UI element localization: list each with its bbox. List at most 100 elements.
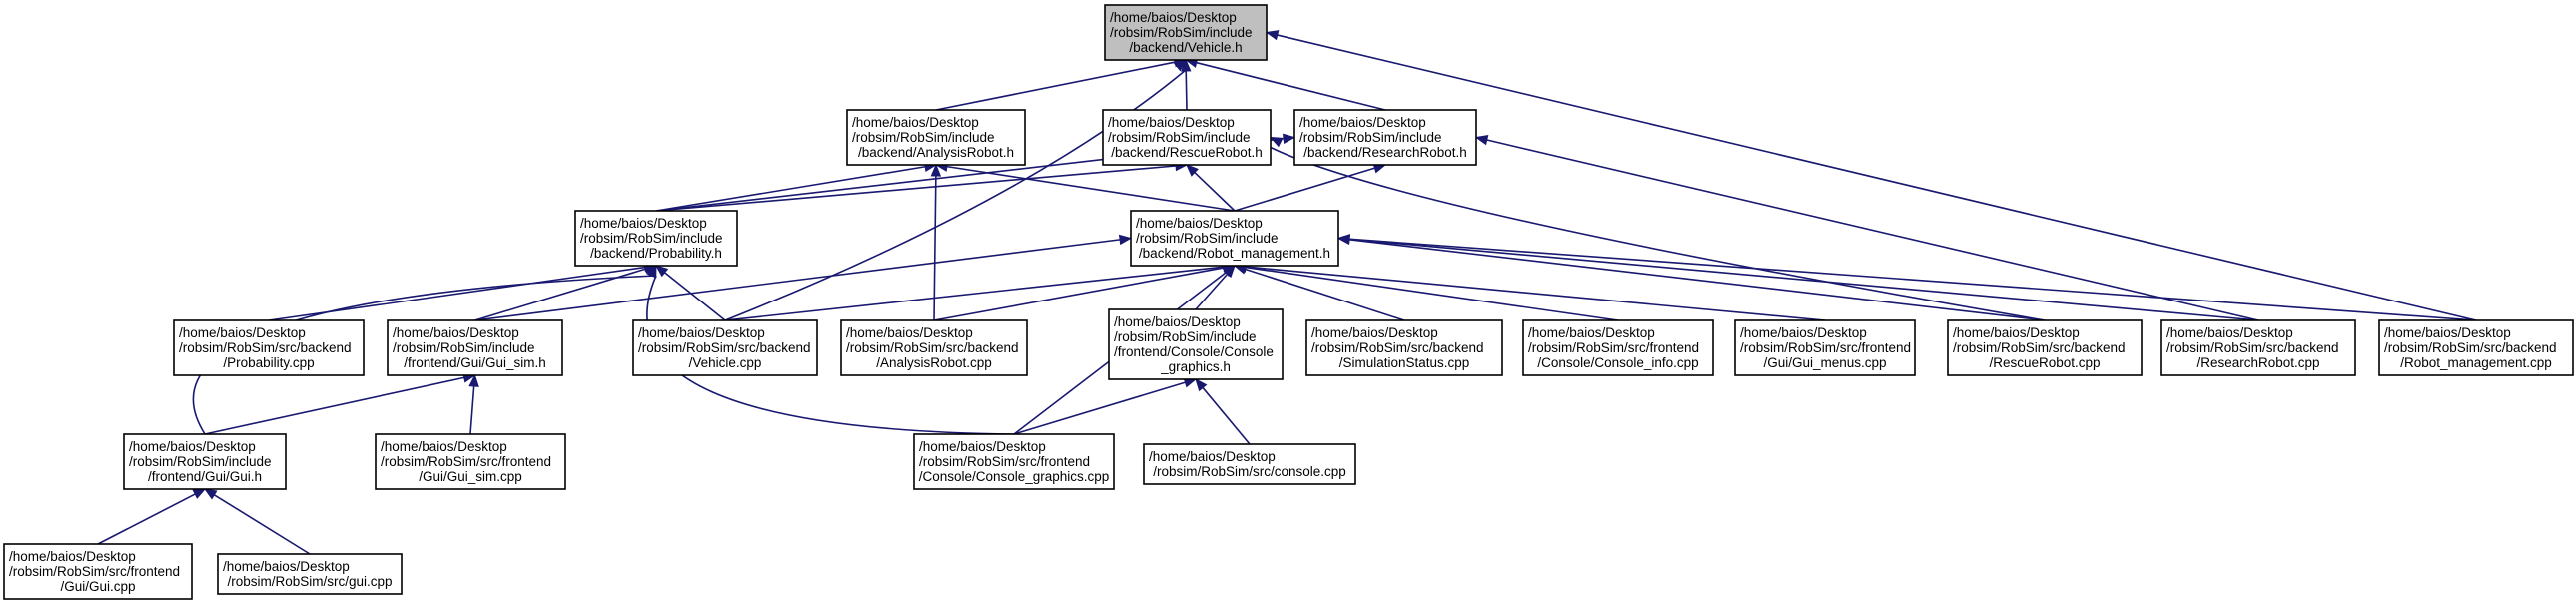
node-label-line: /Gui/Gui_sim.cpp (419, 469, 522, 484)
node-label-line: /backend/RescueRobot.h (1111, 145, 1263, 160)
node-label-line: /home/baios/Desktop (919, 439, 1046, 454)
arrowhead-vehicle_cpp-to-probability_h (654, 265, 669, 278)
node-label-line: /robsim/RobSim/src/frontend (919, 454, 1090, 469)
edge-layer (97, 30, 2477, 555)
node-label-line: /robsim/RobSim/include (1108, 130, 1251, 145)
edge-robot_management_cpp-to-vehicle_h (1276, 34, 2477, 321)
node-label-line: /home/baios/Desktop (1136, 216, 1263, 231)
node-label-line: /home/baios/Desktop (638, 325, 765, 340)
node-gui-menus-cpp[interactable]: /home/baios/Desktop/robsim/RobSim/src/fr… (1734, 319, 1916, 376)
node-box (1293, 109, 1477, 166)
arrowhead-console_graphics_cpp-to-probability_h (646, 264, 657, 279)
node-label-line: /robsim/RobSim/src/backend (2384, 340, 2557, 355)
edge-rescuerobot_h-to-vehicle_h (1185, 69, 1188, 111)
node-layer: /home/baios/Desktop/robsim/RobSim/includ… (3, 4, 2574, 600)
edge-gui_cpp-to-gui_h (213, 493, 311, 555)
edge-gui_sim_h-to-probability_h (474, 268, 647, 321)
edge-gui_cpp_frontend-to-gui_h (97, 492, 197, 545)
node-box (3, 543, 193, 600)
node-analysisrobot-cpp[interactable]: /home/baios/Desktop/robsim/RobSim/src/ba… (840, 319, 1028, 376)
edge-console_graphics_cpp-to-probability_h (646, 275, 1015, 435)
node-label-line: _graphics.h (1160, 359, 1231, 374)
node-console-cpp[interactable]: /home/baios/Desktop/robsim/RobSim/src/co… (1143, 443, 1356, 485)
node-label-line: /Vehicle.cpp (689, 355, 762, 370)
arrowhead-console_cpp-to-console_graphics_h (1195, 377, 1208, 392)
node-label-line: /robsim/RobSim/include (393, 340, 535, 355)
node-gui-sim-h[interactable]: /home/baios/Desktop/robsim/RobSim/includ… (387, 319, 563, 376)
node-label-line: /robsim/RobSim/include (1136, 231, 1279, 246)
edge-rescuerobot_cpp-to-robot_management_h (1347, 238, 2046, 321)
node-label-line: /AnalysisRobot.cpp (876, 355, 992, 370)
node-box (1734, 319, 1916, 376)
node-gui-sim-cpp[interactable]: /home/baios/Desktop/robsim/RobSim/src/fr… (375, 433, 566, 490)
node-gui-h[interactable]: /home/baios/Desktop/robsim/RobSim/includ… (123, 433, 287, 490)
node-box (1143, 443, 1356, 485)
node-robot-management-h[interactable]: /home/baios/Desktop/robsim/RobSim/includ… (1130, 210, 1339, 267)
node-label-line: /robsim/RobSim/src/frontend (381, 454, 551, 469)
edge-robot_management_h-to-rescuerobot_h (1193, 171, 1236, 212)
node-gui-cpp-frontend[interactable]: /home/baios/Desktop/robsim/RobSim/src/fr… (3, 543, 193, 600)
node-vehicle-cpp[interactable]: /home/baios/Desktop/robsim/RobSim/src/ba… (632, 319, 818, 376)
node-label-line: /home/baios/Desktop (129, 439, 256, 454)
node-label-line: /home/baios/Desktop (9, 549, 136, 564)
node-vehicle-h[interactable]: /home/baios/Desktop/robsim/RobSim/includ… (1104, 4, 1268, 61)
arrowhead-rescuerobot_h-to-vehicle_h (1180, 58, 1192, 72)
edge-rescuerobot_cpp-to-rescuerobot_h (1270, 146, 2046, 321)
arrowhead-analysisrobot_cpp-to-analysisrobot_h (930, 163, 942, 177)
node-robot-management-cpp[interactable]: /home/baios/Desktop/robsim/RobSim/src/ba… (2378, 319, 2574, 376)
node-label-line: /robsim/RobSim/src/frontend (9, 564, 180, 579)
node-label-line: /frontend/Gui/Gui_sim.h (404, 355, 546, 370)
node-label-line: /Gui/Gui_menus.cpp (1763, 355, 1886, 370)
node-label-line: /home/baios/Desktop (179, 325, 306, 340)
node-label-line: /robsim/RobSim/include (1299, 130, 1442, 145)
node-box (375, 433, 566, 490)
node-box (846, 109, 1026, 166)
node-label-line: /backend/Robot_management.h (1139, 246, 1330, 261)
node-box (1104, 4, 1268, 61)
node-researchrobot-cpp[interactable]: /home/baios/Desktop/robsim/RobSim/src/ba… (2160, 319, 2356, 376)
node-label-line: /home/baios/Desktop (1953, 325, 2080, 340)
arrowhead-vehicle_cpp-to-vehicle_h (1173, 59, 1188, 72)
node-label-line: /robsim/RobSim/include (852, 130, 995, 145)
node-label-line: /backend/Probability.h (590, 246, 722, 261)
node-box (1108, 308, 1284, 380)
arrowhead-robot_management_h-to-rescuerobot_h (1186, 164, 1199, 177)
edge-vehicle_cpp-to-vehicle_h (724, 69, 1187, 321)
node-box (2378, 319, 2574, 376)
node-label-line: /robsim/RobSim/src/backend (1953, 340, 2126, 355)
node-label-line: /Probability.cpp (223, 355, 314, 370)
node-console-graphics-cpp[interactable]: /home/baios/Desktop/robsim/RobSim/src/fr… (913, 433, 1115, 490)
edge-researchrobot_cpp-to-researchrobot_h (1485, 139, 2259, 321)
edge-probability_h-to-analysisrobot_h (655, 165, 927, 212)
node-label-line: /frontend/Gui/Gui.h (148, 469, 262, 484)
node-label-line: /home/baios/Desktop (846, 325, 973, 340)
node-gui-cpp[interactable]: /home/baios/Desktop/robsim/RobSim/src/gu… (217, 553, 403, 595)
node-label-line: /home/baios/Desktop (1110, 10, 1237, 25)
node-label-line: /home/baios/Desktop (1149, 449, 1276, 464)
node-console-graphics-h[interactable]: /home/baios/Desktop/robsim/RobSim/includ… (1108, 308, 1284, 380)
node-console-info-cpp[interactable]: /home/baios/Desktop/robsim/RobSim/src/fr… (1522, 319, 1714, 376)
node-researchrobot-h[interactable]: /home/baios/Desktop/robsim/RobSim/includ… (1293, 109, 1477, 166)
node-label-line: /robsim/RobSim/src/backend (846, 340, 1019, 355)
arrowhead-probability_h-to-researchrobot_h (1282, 133, 1296, 145)
node-label-line: /RescueRobot.cpp (1989, 355, 2100, 370)
node-label-line: /robsim/RobSim/src/frontend (1740, 340, 1911, 355)
edge-gui_menus_cpp-to-robot_management_h (1244, 266, 1826, 321)
node-analysisrobot-h[interactable]: /home/baios/Desktop/robsim/RobSim/includ… (846, 109, 1026, 166)
node-rescuerobot-h[interactable]: /home/baios/Desktop/robsim/RobSim/includ… (1102, 109, 1272, 166)
node-label-line: /robsim/RobSim/include (1114, 329, 1257, 344)
node-simulationstatus-cpp[interactable]: /home/baios/Desktop/robsim/RobSim/src/ba… (1305, 319, 1503, 376)
node-label-line: /home/baios/Desktop (1114, 314, 1241, 329)
node-probability-h[interactable]: /home/baios/Desktop/robsim/RobSim/includ… (574, 210, 738, 267)
node-label-line: /home/baios/Desktop (393, 325, 519, 340)
arrowhead-gui_cpp_frontend-to-gui_h (192, 488, 207, 499)
node-box (217, 553, 403, 595)
node-rescuerobot-cpp[interactable]: /home/baios/Desktop/robsim/RobSim/src/ba… (1947, 319, 2143, 376)
node-label-line: /Console/Console_info.cpp (1537, 355, 1698, 370)
node-label-line: /robsim/RobSim/src/backend (1311, 340, 1484, 355)
node-label-line: /robsim/RobSim/src/console.cpp (1153, 464, 1346, 479)
edge-probability_h-to-rescuerobot_h (655, 165, 1178, 212)
node-probability-cpp[interactable]: /home/baios/Desktop/robsim/RobSim/src/ba… (173, 319, 365, 376)
node-box (574, 210, 738, 267)
edge-robot_management_h-to-analysisrobot_h (945, 165, 1236, 212)
